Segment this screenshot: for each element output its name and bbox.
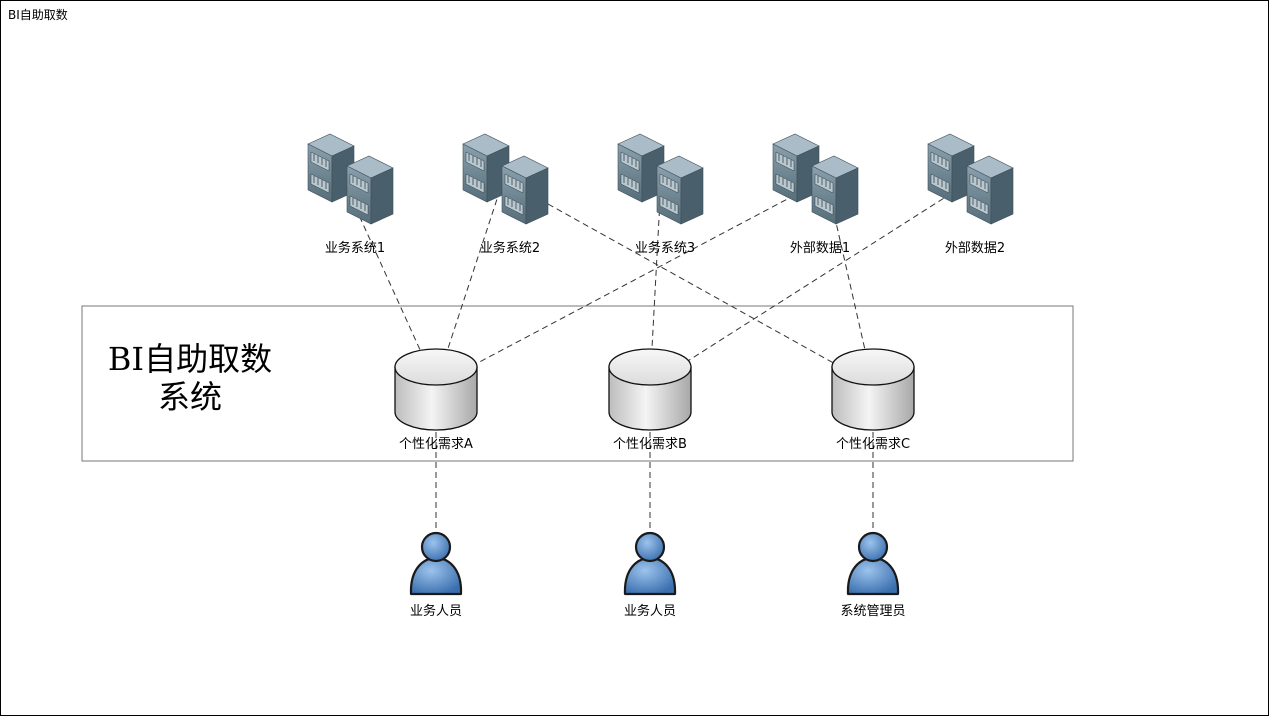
requirement-label: 个性化需求A: [399, 437, 473, 452]
database-cylinder-icon: [608, 348, 692, 431]
server-label: 业务系统1: [324, 241, 386, 256]
database-group: [394, 348, 915, 431]
user-icon: [846, 531, 900, 596]
server-label: 业务系统3: [634, 241, 696, 256]
server-rack-icon: [617, 133, 704, 225]
requirement-label: 个性化需求B: [613, 437, 687, 452]
user-label: 系统管理员: [840, 604, 906, 619]
connection-line: [547, 203, 874, 386]
server-rack-icon: [927, 133, 1014, 225]
user-group: [409, 531, 900, 596]
bi-system-box: [81, 305, 1074, 462]
server-rack-icon: [307, 133, 394, 225]
server-label: 外部数据1: [789, 241, 851, 256]
server-label: 外部数据2: [944, 241, 1006, 256]
server-rack-icon: [462, 133, 549, 225]
system-name: BI自助取数系统: [107, 340, 273, 416]
user-label: 业务人员: [409, 604, 463, 619]
user-icon: [623, 531, 677, 596]
database-cylinder-icon: [394, 348, 478, 431]
page-title: BI自助取数: [8, 8, 68, 22]
server-group: [307, 133, 1014, 225]
connection-line: [435, 194, 796, 386]
user-icon: [409, 531, 463, 596]
requirement-label: 个性化需求C: [835, 437, 911, 452]
database-cylinder-icon: [831, 348, 915, 431]
connection-line: [342, 179, 437, 386]
user-label: 业务人员: [623, 604, 677, 619]
server-rack-icon: [772, 133, 859, 225]
server-label: 业务系统2: [479, 241, 541, 256]
